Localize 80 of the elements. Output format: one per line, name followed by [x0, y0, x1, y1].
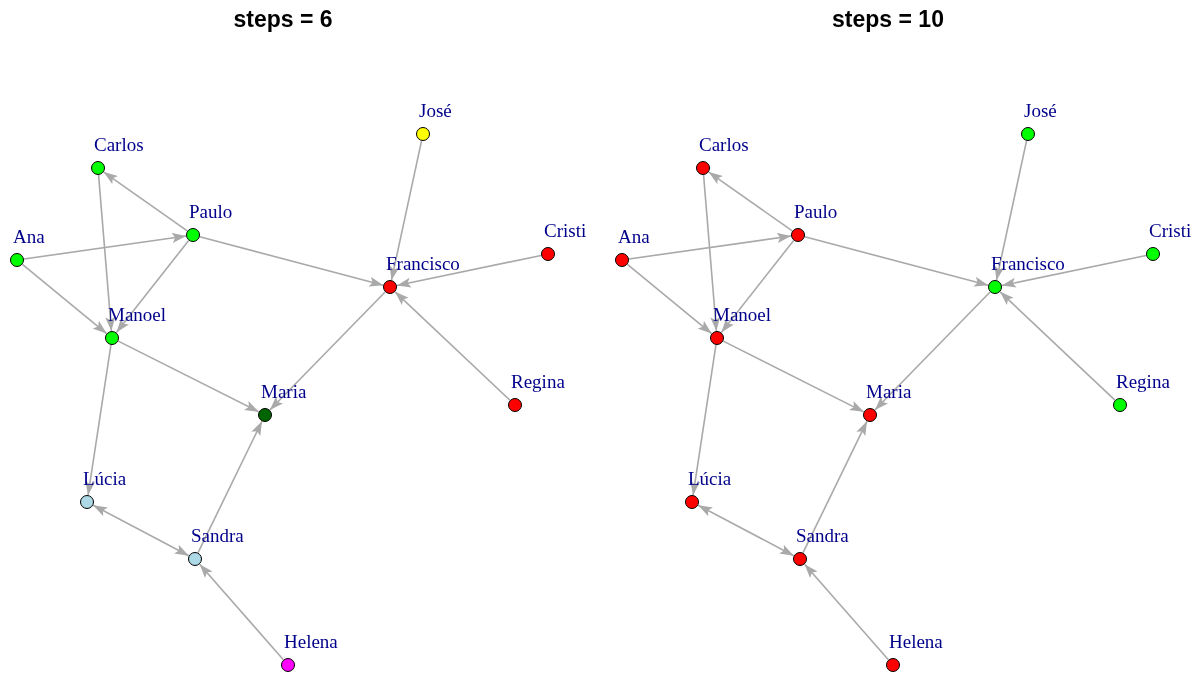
arrow — [269, 291, 386, 411]
vertex-label: Manoel — [108, 305, 167, 324]
arrow — [97, 174, 116, 332]
vertex-circle — [988, 280, 1002, 294]
vertex-label: Helena — [889, 632, 943, 651]
panel-title: steps = 6 — [233, 6, 333, 33]
vertex-circle — [886, 658, 900, 672]
arrow — [389, 140, 423, 281]
arrow — [994, 140, 1028, 281]
vertex-circle — [508, 398, 522, 412]
vertex-circle — [91, 161, 105, 175]
vertex-label: Paulo — [794, 202, 838, 221]
vertex-label: Manoel — [713, 305, 772, 324]
vertex-circle — [416, 127, 430, 141]
vertex-circle — [10, 253, 24, 267]
vertex-label: Sandra — [191, 526, 244, 545]
vertex-circle — [383, 280, 397, 294]
vertex-label: Ana — [618, 227, 650, 246]
arrow — [697, 504, 795, 557]
vertex-label: Sandra — [796, 526, 849, 545]
panel-title: steps = 10 — [832, 6, 944, 33]
vertex-circle — [615, 253, 629, 267]
arrow — [197, 420, 263, 554]
arrow — [690, 344, 717, 496]
vertex-label: Regina — [1116, 372, 1170, 391]
vertex-label: Ana — [13, 227, 45, 246]
arrow — [722, 340, 865, 413]
vertex-label: Paulo — [189, 202, 233, 221]
arrow — [803, 236, 990, 287]
vertex-circle — [696, 161, 710, 175]
vertex-label: Maria — [866, 382, 912, 401]
arrow — [707, 171, 794, 232]
vertex-circle — [1113, 398, 1127, 412]
arrow — [1001, 254, 1147, 288]
vertex-circle — [281, 658, 295, 672]
vertex-circle — [685, 495, 699, 509]
vertex-label: José — [419, 101, 452, 120]
vertex-label: Francisco — [991, 254, 1065, 273]
vertex-circle — [105, 331, 119, 345]
vertex-label: Carlos — [699, 135, 749, 154]
vertex-label: Cristi — [544, 221, 587, 240]
arrow — [117, 340, 260, 413]
arrow — [720, 239, 795, 334]
arrow — [198, 236, 385, 287]
vertex-label: Helena — [284, 632, 338, 651]
arrow — [85, 344, 112, 496]
arrow — [396, 254, 542, 288]
vertex-label: Lúcia — [83, 469, 127, 488]
vertex-label: José — [1024, 101, 1057, 120]
arrow — [394, 291, 511, 401]
vertex-label: Cristi — [1149, 221, 1192, 240]
vertex-circle — [541, 247, 555, 261]
arrow — [999, 291, 1116, 401]
vertex-circle — [188, 552, 202, 566]
vertex-circle — [793, 552, 807, 566]
arrow — [803, 563, 890, 661]
vertex-circle — [1021, 127, 1035, 141]
vertex-circle — [258, 408, 272, 422]
vertex-circle — [80, 495, 94, 509]
arrow — [115, 239, 190, 334]
vertex-circle — [863, 408, 877, 422]
arrow — [21, 263, 108, 335]
arrow — [198, 563, 285, 661]
arrow — [23, 233, 187, 260]
vertex-circle — [791, 228, 805, 242]
vertex-label: Francisco — [386, 254, 460, 273]
vertex-circle — [1146, 247, 1160, 261]
vertex-label: Regina — [511, 372, 565, 391]
vertex-label: Lúcia — [688, 469, 732, 488]
vertex-circle — [186, 228, 200, 242]
arrow — [802, 420, 868, 554]
arrow — [102, 171, 189, 232]
arrow — [628, 233, 792, 260]
arrow — [626, 263, 713, 335]
arrow — [702, 174, 721, 332]
vertex-circle — [710, 331, 724, 345]
vertex-label: Maria — [261, 382, 307, 401]
arrow — [874, 291, 991, 411]
vertex-label: Carlos — [94, 135, 144, 154]
arrow — [92, 504, 190, 557]
